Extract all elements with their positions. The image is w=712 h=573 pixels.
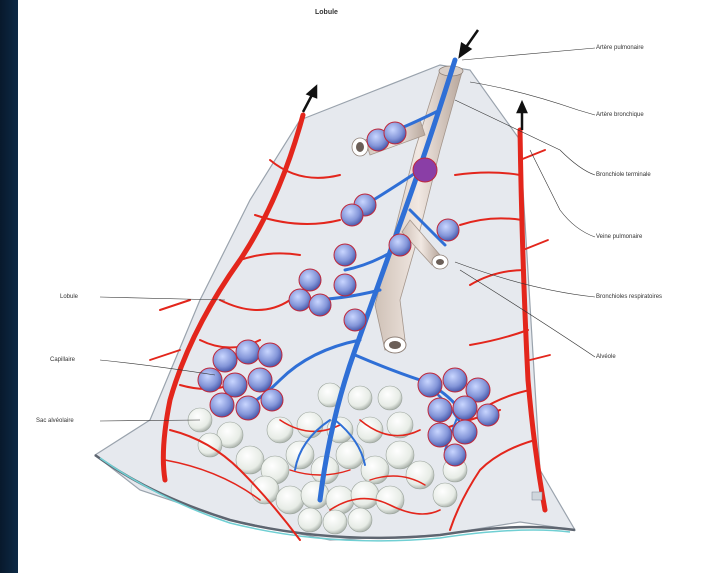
label-arteria-pulmonaire: Artère pulmonaire: [596, 45, 644, 51]
label-sac-alveolaire: Sac alvéolaire: [36, 418, 74, 424]
label-alveole: Alvéole: [596, 354, 616, 360]
label-arteria-bronchique: Artère bronchique: [596, 112, 644, 118]
label-capillaire: Capillaire: [50, 357, 75, 363]
diagram-title: Lobule: [315, 9, 338, 16]
label-veine-pulmonaire: Veine pulmonaire: [596, 234, 642, 240]
label-bronchiole-terminale: Bronchiole terminale: [596, 172, 651, 178]
scale-marker: [532, 492, 542, 500]
label-lobule: Lobule: [60, 294, 78, 300]
label-bronchioles-respiratoires: Bronchioles respiratoires: [596, 294, 662, 300]
